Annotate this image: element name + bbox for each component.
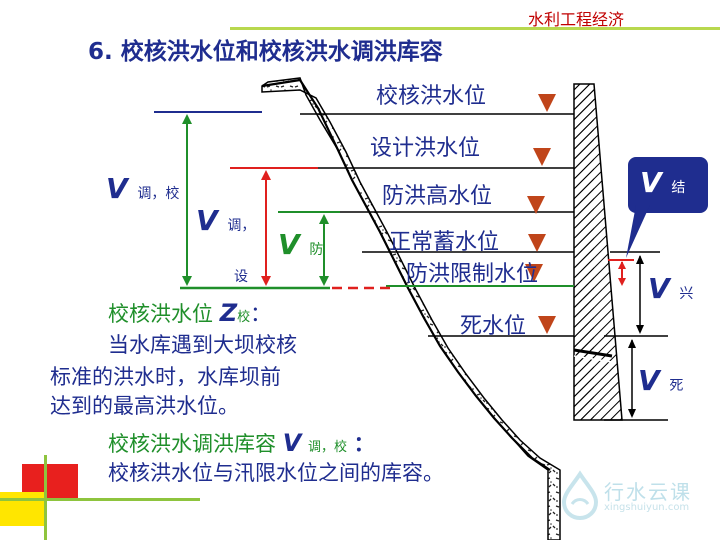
- water-drop-logo-icon: [561, 470, 599, 520]
- level-marker-3: [527, 196, 545, 214]
- course-label: 水利工程经济: [528, 10, 625, 29]
- slide-title: 6. 校核洪水位和校核洪水调洪库容: [88, 32, 443, 66]
- level-label-fanggao: 防洪高水位: [382, 184, 493, 209]
- dam-gallery-2: [573, 355, 613, 363]
- v-diao-she-label: V 调，: [196, 204, 256, 237]
- bank-surface-line: [261, 78, 551, 471]
- corner-line-horizontal: [0, 498, 200, 501]
- v-jie-label: V 结: [640, 166, 686, 199]
- corner-decoration-yellow: [0, 492, 44, 526]
- level-label-jiaohe: 校核洪水位: [376, 84, 487, 109]
- def1-line2: 标准的洪水时，水库坝前: [50, 365, 281, 389]
- dam-gallery: [573, 348, 613, 358]
- v-diao-xiao-arrow-up: [182, 114, 192, 124]
- v-fang-arrow-up: [319, 214, 329, 224]
- v-xing-arrow-down: [636, 325, 644, 334]
- dam-body-fill: [574, 84, 594, 420]
- def2-line1: 校核洪水位与汛限水位之间的库容。: [108, 461, 444, 485]
- level-label-zhengchang: 正常蓄水位: [389, 230, 500, 255]
- v-diao-she-arrow-up: [261, 170, 271, 180]
- v-xing-label: V 兴: [648, 272, 694, 305]
- def1-heading: 校核洪水位 Z校：: [108, 299, 272, 327]
- v-jie-callout-box: [628, 157, 708, 213]
- def2-heading: 校核洪水调洪库容 V 调，校 ：: [108, 429, 375, 457]
- def1-line1: 当水库遇到大坝校核: [108, 333, 297, 357]
- level-label-xianzhi: 防洪限制水位: [406, 262, 539, 287]
- v-diao-she-arrow-down: [261, 276, 271, 286]
- v-jie-arrow-up: [618, 261, 626, 269]
- level-label-si: 死水位: [460, 314, 527, 339]
- level-label-sheji: 设计洪水位: [370, 136, 481, 161]
- level-marker-4: [528, 234, 546, 252]
- level-marker-6: [538, 316, 556, 334]
- v-xing-arrow-up: [636, 255, 644, 264]
- corner-line-vertical: [44, 455, 47, 540]
- v-diao-xiao-arrow-down: [182, 276, 192, 286]
- level-marker-5: [525, 264, 543, 282]
- v-jie-arrow-down: [618, 278, 626, 286]
- watermark-brand: 行水云课: [604, 480, 692, 504]
- v-fang-arrow-down: [319, 276, 329, 286]
- v-si-label: V 死: [638, 364, 684, 397]
- title-number: 6.: [88, 39, 113, 65]
- v-si-arrow-down: [628, 409, 636, 418]
- level-marker-1: [538, 94, 556, 112]
- v-diao-xiao-label: V 调，校: [106, 172, 180, 205]
- v-si-arrow-up: [628, 339, 636, 348]
- v-jie-callout-pointer: [626, 205, 650, 258]
- def1-line3: 达到的最高洪水位。: [50, 394, 239, 418]
- v-diao-she-sub2: 设: [234, 269, 248, 285]
- watermark-site: xingshuiyun.com: [604, 502, 690, 513]
- level-marker-2: [533, 148, 551, 166]
- title-text: 校核洪水位和校核洪水调洪库容: [120, 39, 443, 65]
- header-divider: [230, 27, 720, 30]
- v-fang-label: V 防: [278, 228, 324, 261]
